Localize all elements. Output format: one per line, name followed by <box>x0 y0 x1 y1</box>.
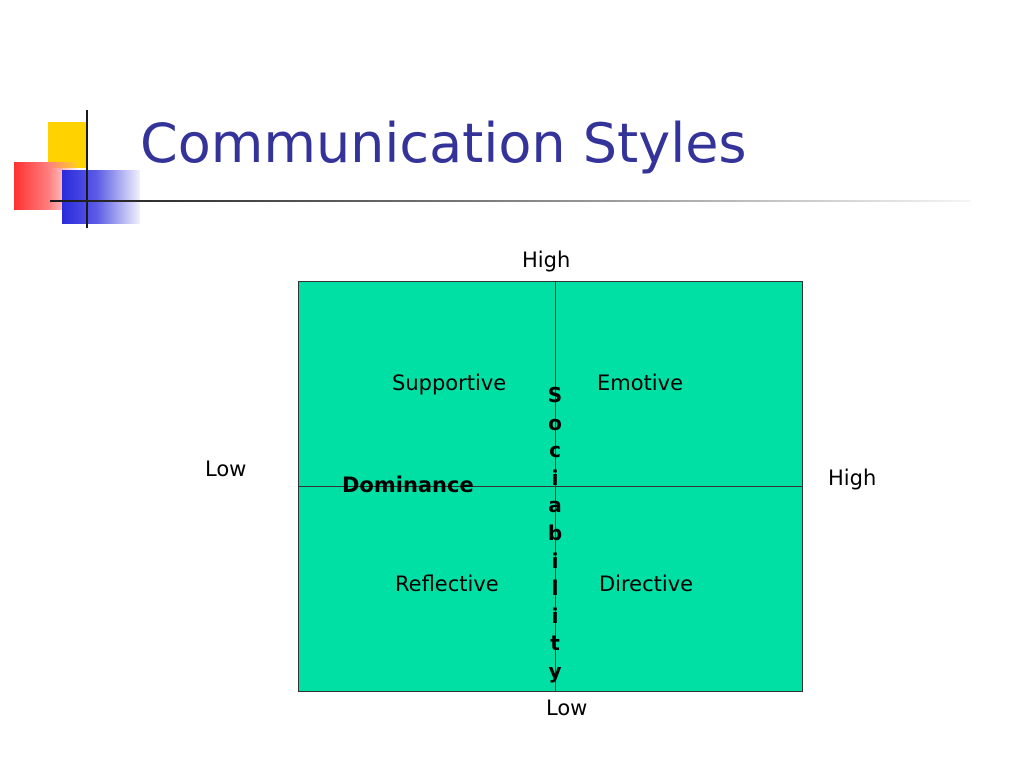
quadrant-top-left-label: Supportive <box>392 371 506 395</box>
vertical-axis-letter: y <box>544 658 566 686</box>
vertical-axis-letter: o <box>544 410 566 438</box>
horizontal-axis-high-label: High <box>828 466 876 490</box>
horizontal-axis-name: Dominance <box>342 473 474 497</box>
vertical-axis-letter: l <box>544 575 566 603</box>
quadrant-top-right-label: Emotive <box>597 371 683 395</box>
vertical-axis-letter: t <box>544 630 566 658</box>
quadrant-bottom-left-label: Reflective <box>395 572 499 596</box>
vertical-axis-letter: c <box>544 437 566 465</box>
vertical-axis-letter: i <box>544 465 566 493</box>
decor-blue-square <box>62 170 140 224</box>
vertical-axis-letter: b <box>544 520 566 548</box>
vertical-axis-name: S o c i a b i l i t y <box>544 382 566 686</box>
horizontal-axis-low-label: Low <box>205 457 246 481</box>
vertical-axis-letter: i <box>544 603 566 631</box>
vertical-axis-high-label: High <box>522 248 570 272</box>
slide-title: Communication Styles <box>140 112 747 175</box>
decor-vertical-line <box>86 110 88 228</box>
vertical-axis-letter: a <box>544 492 566 520</box>
quadrant-bottom-right-label: Directive <box>599 572 693 596</box>
vertical-axis-low-label: Low <box>546 696 587 720</box>
decor-horizontal-line <box>50 200 970 202</box>
vertical-axis-letter: S <box>544 382 566 410</box>
vertical-axis-letter: i <box>544 548 566 576</box>
